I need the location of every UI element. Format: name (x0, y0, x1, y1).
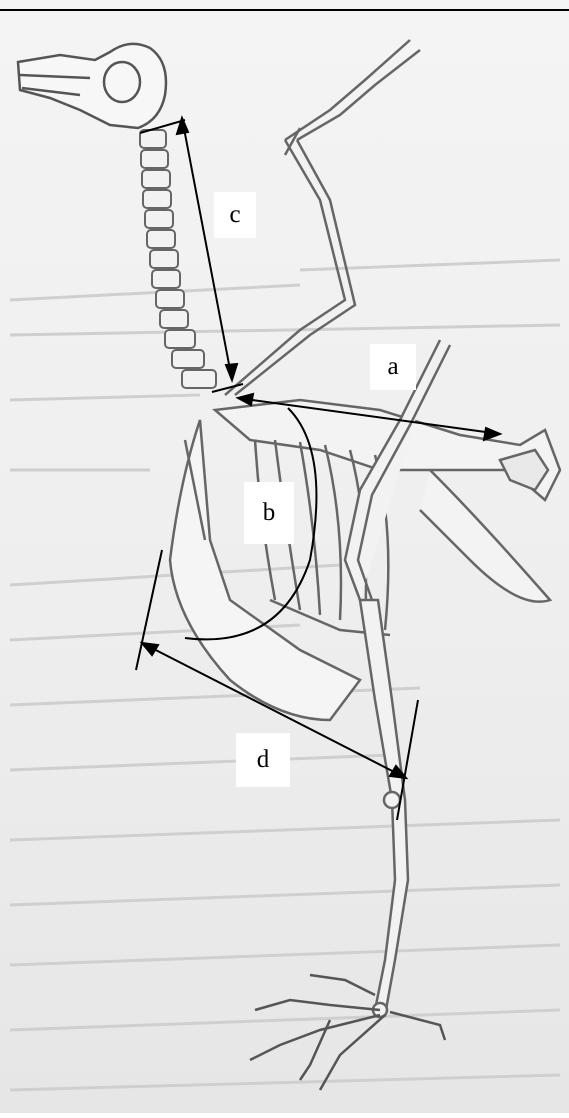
arrowhead-c-bottom (226, 364, 237, 380)
skull (18, 44, 166, 128)
feet (250, 975, 445, 1090)
label-c: c (214, 192, 256, 238)
arrowhead-a-right (484, 428, 500, 440)
label-b: b (244, 482, 294, 544)
arrowhead-a-left (238, 394, 253, 405)
label-a: a (370, 344, 416, 390)
label-d: d (236, 733, 290, 787)
neck-vertebrae (140, 130, 216, 388)
arrowhead-d-left (142, 643, 158, 655)
